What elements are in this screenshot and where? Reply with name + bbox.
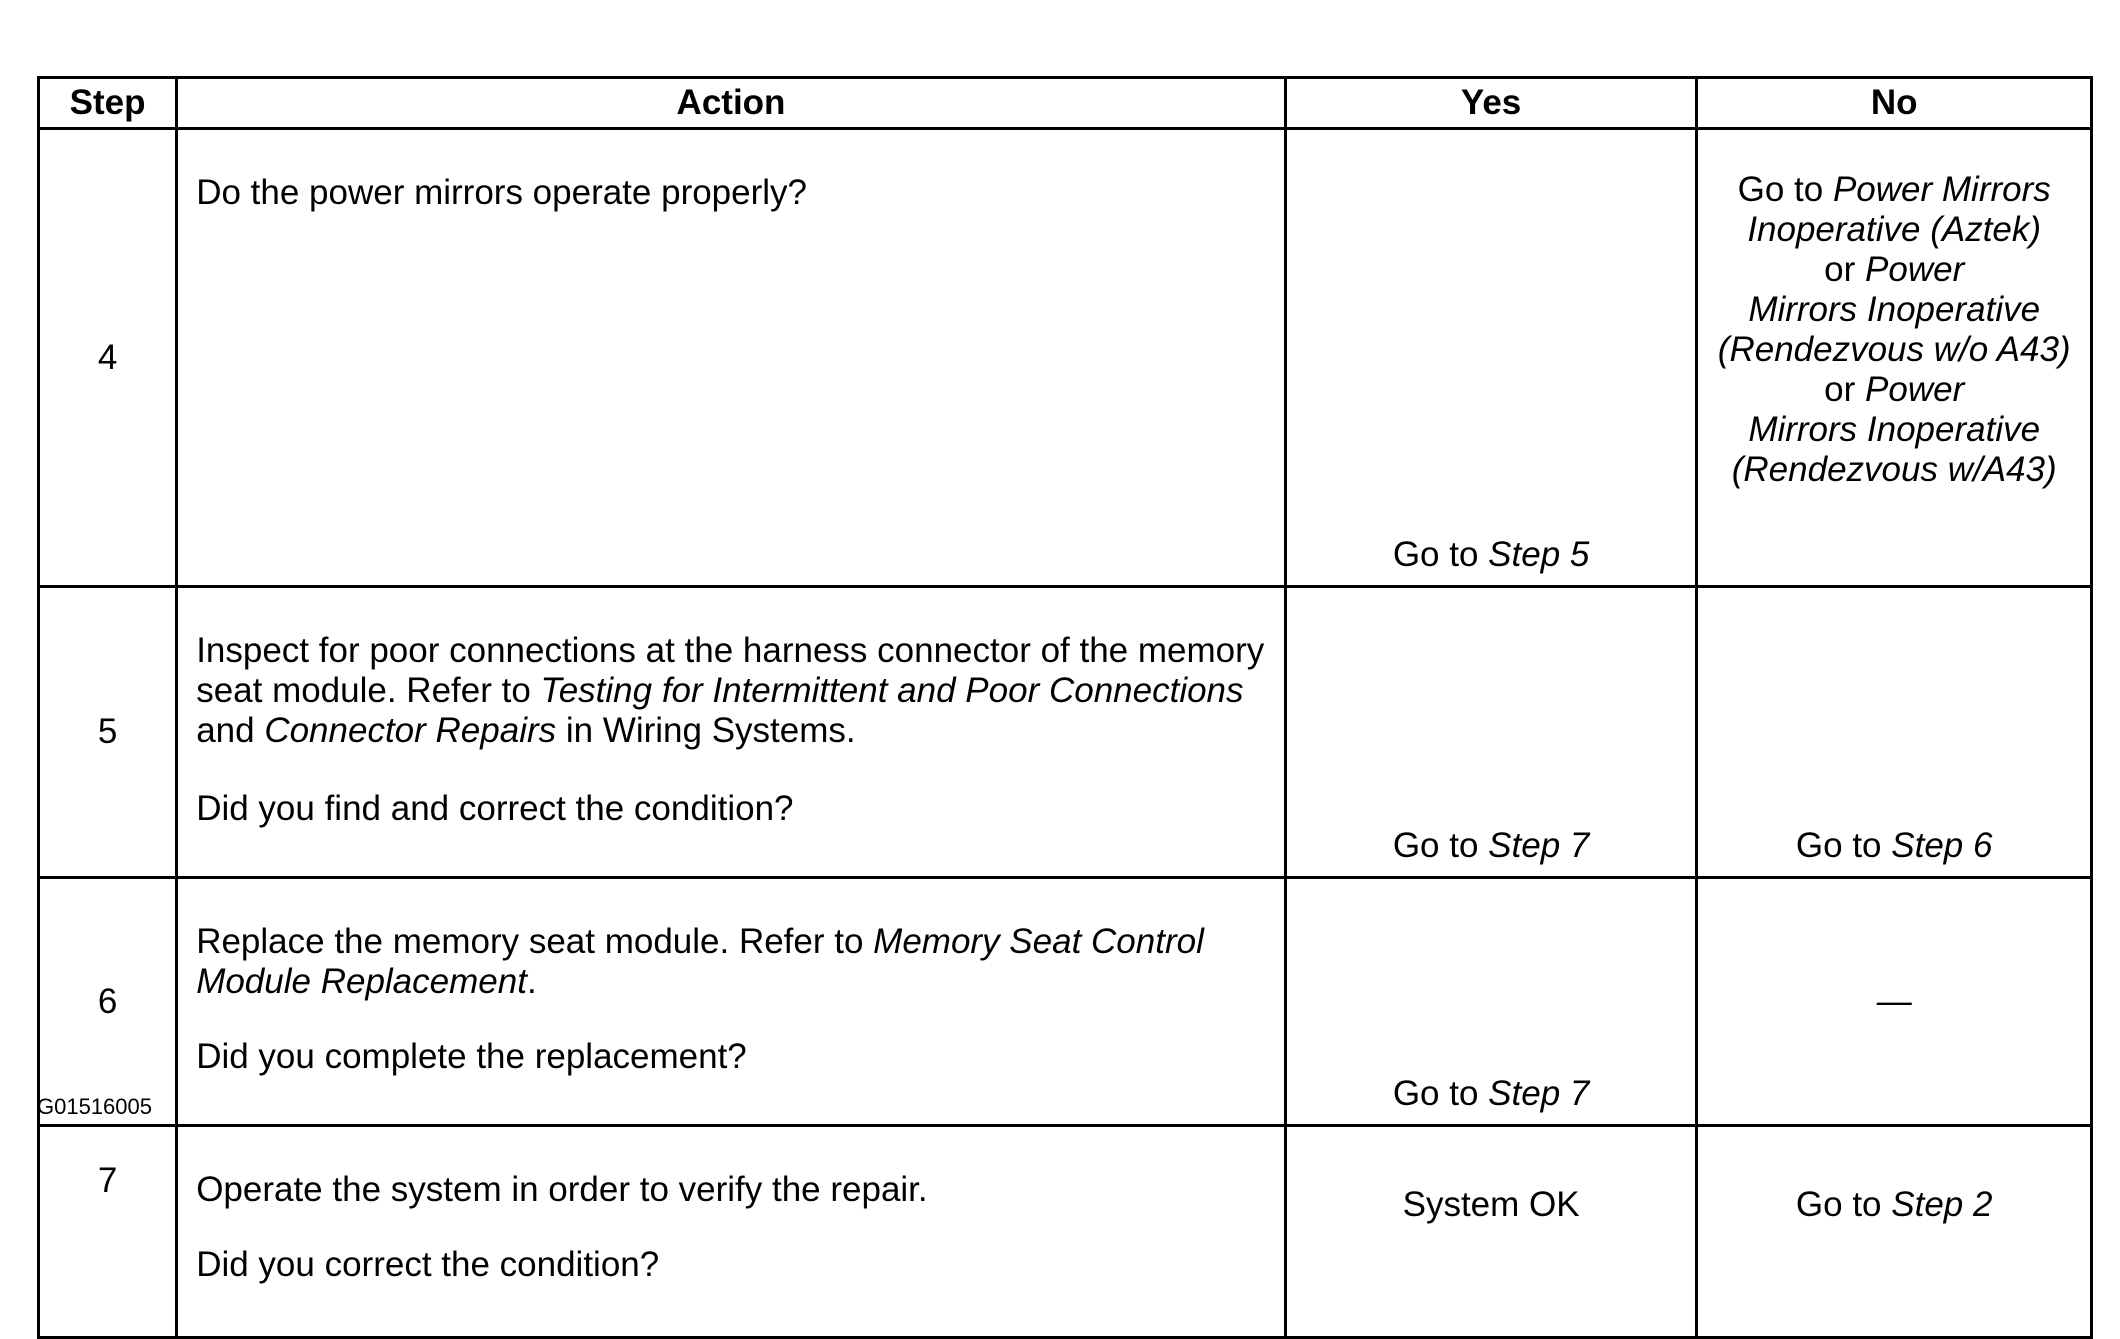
step-number: 4 [36, 127, 179, 588]
yes-prefix: Go to [1392, 1074, 1489, 1113]
action-question: Did you correct the condition? [196, 1245, 660, 1284]
no-line: Mirrors Inoperative [1698, 290, 2090, 330]
yes-step-ref: Step 5 [1488, 535, 1590, 574]
step-number: 6 [36, 876, 179, 1127]
table-row: 7 Operate the system in order to verify … [36, 1124, 2093, 1339]
no-line: or Power [1824, 370, 1965, 409]
no-ref: Power [1865, 250, 1965, 289]
no-ref: Mirrors Inoperative [1748, 410, 2041, 449]
action-cell: Do the power mirrors operate properly? [175, 127, 1287, 588]
header-no: No [1695, 76, 2093, 130]
no-ref: Inoperative (Aztek) [1747, 210, 2042, 249]
no-ref: (Rendezvous w/A43) [1731, 450, 2057, 489]
header-step: Step [36, 76, 179, 130]
header-yes: Yes [1283, 76, 1699, 130]
header-row: Step Action Yes No [36, 76, 2093, 130]
no-prefix: Go to [1795, 1185, 1892, 1224]
no-cell: — [1695, 876, 2093, 1127]
action-ref: Connector Repairs [264, 711, 557, 750]
yes-prefix: Go to [1392, 826, 1489, 865]
no-line: (Rendezvous w/A43) [1698, 450, 2090, 490]
no-prefix: Go to [1795, 826, 1892, 865]
yes-prefix: Go to [1392, 535, 1489, 574]
no-line: Go to Power Mirrors [1737, 170, 2051, 209]
no-line: Inoperative (Aztek) [1698, 210, 2090, 250]
header-action: Action [175, 76, 1287, 130]
table-row: 6 Replace the memory seat module. Refer … [36, 876, 2093, 1127]
diagnostic-table: Step Action Yes No 4 Do the power mirror… [36, 76, 2093, 1339]
action-instruction: Replace the memory seat module. Refer to… [196, 922, 1204, 1001]
no-dash: — [1876, 981, 1912, 1021]
yes-text: System OK [1402, 1185, 1580, 1224]
no-step-ref: Step 2 [1891, 1185, 1993, 1224]
action-cell: Operate the system in order to verify th… [175, 1124, 1287, 1339]
no-line: or Power [1824, 250, 1965, 289]
yes-step-ref: Step 7 [1488, 1074, 1590, 1113]
no-cell: Go to Power Mirrors Inoperative (Aztek) … [1695, 127, 2093, 588]
no-line: Mirrors Inoperative [1698, 410, 2090, 450]
yes-cell: Go to Step 5 [1283, 127, 1699, 588]
table-row: 4 Do the power mirrors operate properly?… [36, 127, 2093, 588]
action-instruction: Operate the system in order to verify th… [196, 1170, 928, 1209]
action-question: Did you complete the replacement? [196, 1037, 747, 1076]
action-ref: Testing for Intermittent and Poor Connec… [540, 671, 1244, 710]
no-ref: Power Mirrors [1832, 170, 2051, 209]
yes-cell: Go to Step 7 [1283, 876, 1699, 1127]
action-question: Did you find and correct the condition? [196, 789, 794, 828]
yes-step-ref: Step 7 [1488, 826, 1590, 865]
action-text: Do the power mirrors operate properly? [196, 173, 808, 212]
step-number: 5 [36, 585, 179, 879]
action-ref: Memory Seat Control Module Replacement [196, 922, 1204, 1001]
no-line: (Rendezvous w/o A43) [1698, 330, 2090, 370]
action-cell: Inspect for poor connections at the harn… [175, 585, 1287, 879]
table-row: 5 Inspect for poor connections at the ha… [36, 585, 2093, 879]
action-instruction: Inspect for poor connections at the harn… [196, 631, 1265, 750]
no-cell: Go to Step 2 [1695, 1124, 2093, 1339]
no-ref: Power [1865, 370, 1965, 409]
no-ref: Mirrors Inoperative [1748, 290, 2041, 329]
no-step-ref: Step 6 [1891, 826, 1993, 865]
yes-cell: Go to Step 7 [1283, 585, 1699, 879]
no-cell: Go to Step 6 [1695, 585, 2093, 879]
action-cell: Replace the memory seat module. Refer to… [175, 876, 1287, 1127]
step-number: 7 [36, 1124, 179, 1339]
yes-cell: System OK [1283, 1124, 1699, 1339]
figure-id: G01516005 [37, 1094, 152, 1119]
no-ref: (Rendezvous w/o A43) [1717, 330, 2071, 369]
